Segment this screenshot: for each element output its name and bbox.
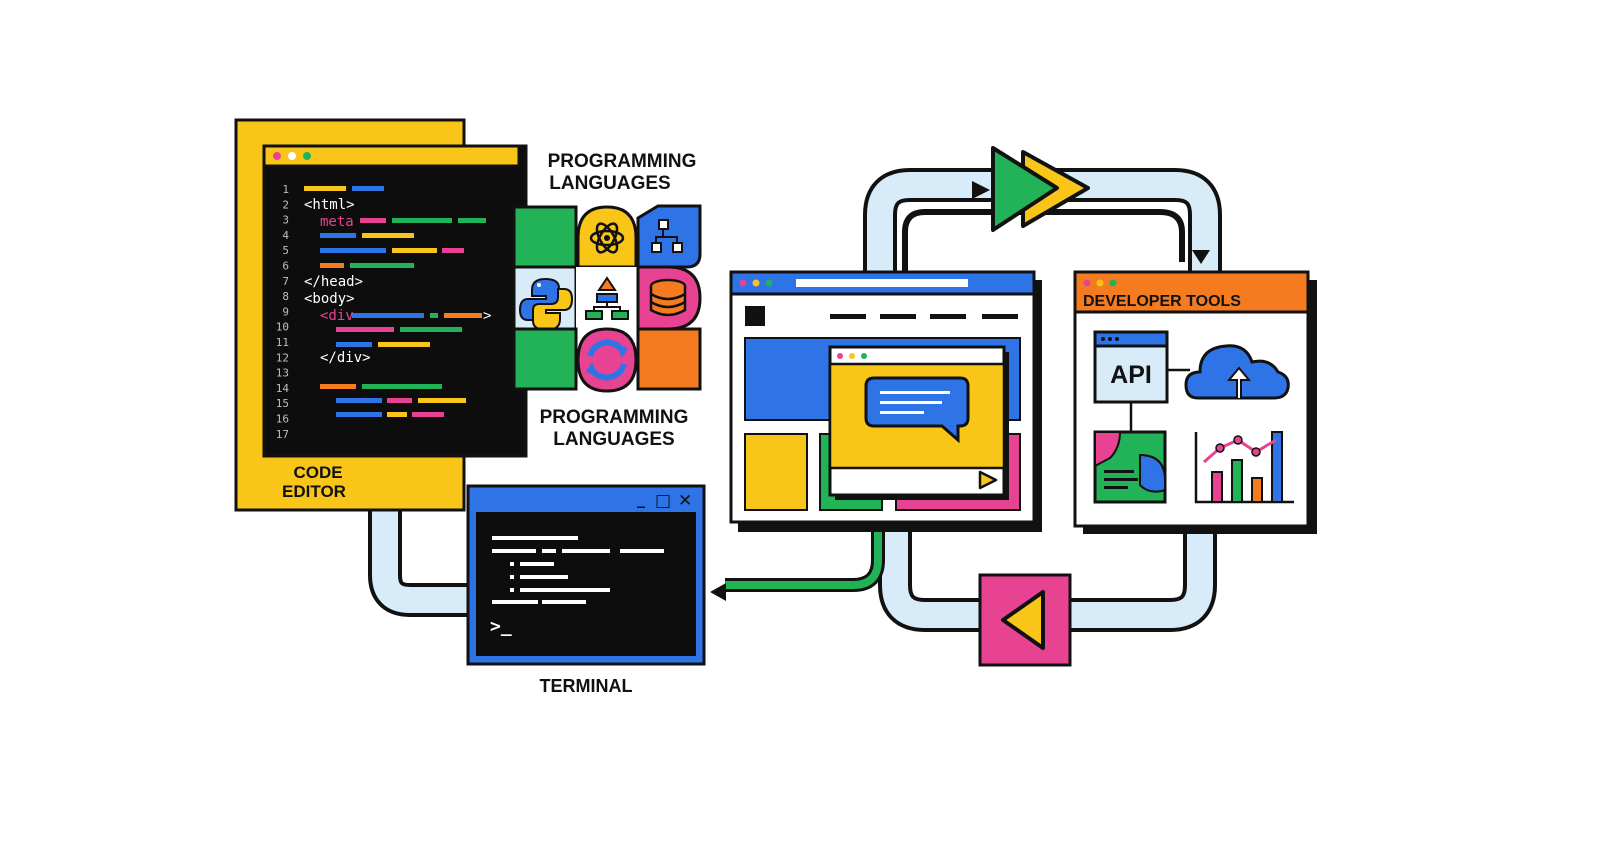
terminal-prompt[interactable]: >_ bbox=[490, 616, 512, 637]
green-tile bbox=[512, 327, 578, 391]
line-number: 15 bbox=[276, 397, 289, 410]
bar-chart-icon bbox=[1194, 431, 1294, 504]
developer-tools-title: DEVELOPER TOOLS bbox=[1083, 293, 1241, 310]
terminal-close-button[interactable]: ✕ bbox=[678, 491, 692, 511]
developer-tools-window: DEVELOPER TOOLS API bbox=[1073, 270, 1317, 534]
flowchart-icon bbox=[576, 267, 638, 329]
line-number: 7 bbox=[282, 275, 289, 288]
line-number: 3 bbox=[282, 214, 289, 227]
browser-nav-links[interactable] bbox=[830, 314, 1018, 319]
line-number: 6 bbox=[282, 260, 289, 273]
line-number: 8 bbox=[282, 290, 289, 303]
code-editor-titlebar bbox=[262, 144, 521, 168]
forward-arrows-icon bbox=[991, 146, 1090, 232]
line-number: 12 bbox=[276, 351, 289, 364]
terminal-label: TERMINAL bbox=[540, 676, 633, 696]
code-body-open: <body> bbox=[304, 291, 355, 307]
line-number: 13 bbox=[276, 367, 289, 380]
back-arrow-icon bbox=[978, 573, 1072, 667]
window-minimize-dot[interactable] bbox=[288, 152, 296, 160]
chat-bubble-icon bbox=[864, 376, 970, 444]
api-label: API bbox=[1110, 361, 1152, 389]
browser-logo bbox=[745, 306, 765, 326]
line-number: 4 bbox=[282, 229, 289, 242]
terminal-maximize-button[interactable]: □ bbox=[655, 491, 671, 511]
code-meta: meta bbox=[320, 214, 354, 230]
arrow-to-terminal-icon bbox=[710, 583, 726, 601]
code-div-open: <div bbox=[320, 308, 354, 324]
language-tiles bbox=[512, 204, 702, 393]
chat-popup-window bbox=[828, 345, 1009, 500]
code-editor-label-line1: CODE bbox=[293, 463, 342, 482]
sync-icon bbox=[576, 327, 638, 393]
programming-languages-top-line1: PROGRAMMING bbox=[548, 151, 697, 172]
line-number: 5 bbox=[282, 244, 289, 257]
code-bars bbox=[304, 186, 486, 417]
database-icon bbox=[636, 265, 702, 331]
atom-icon bbox=[576, 205, 638, 269]
code-head-close: </head> bbox=[304, 274, 363, 290]
orange-tile bbox=[636, 327, 702, 391]
browser-address-bar[interactable] bbox=[796, 279, 968, 287]
play-icon[interactable] bbox=[978, 470, 998, 490]
window-close-dot[interactable] bbox=[273, 152, 281, 160]
cloud-upload-icon bbox=[1184, 344, 1290, 400]
line-number: 9 bbox=[282, 305, 289, 318]
python-icon bbox=[512, 265, 578, 332]
window-maximize-dot[interactable] bbox=[303, 152, 311, 160]
browser-card-yellow bbox=[744, 433, 808, 511]
programming-languages-bottom-line1: PROGRAMMING bbox=[540, 407, 689, 428]
code-editor-label-line2: EDITOR bbox=[282, 482, 346, 501]
line-number: 16 bbox=[276, 413, 289, 426]
pie-chart-icon bbox=[1093, 430, 1167, 504]
line-number: 17 bbox=[276, 428, 289, 441]
api-card: API bbox=[1093, 330, 1169, 404]
arrow-right-icon bbox=[972, 181, 990, 199]
programming-languages-top-line2: LANGUAGES bbox=[549, 173, 670, 194]
programming-languages-bottom-line2: LANGUAGES bbox=[553, 429, 674, 450]
terminal-output-lines bbox=[492, 536, 664, 604]
line-number: 2 bbox=[282, 198, 289, 211]
browser-window bbox=[729, 270, 1042, 532]
code-div-close: </div> bbox=[320, 350, 371, 366]
line-number: 10 bbox=[276, 321, 289, 334]
green-tile bbox=[512, 205, 578, 269]
code-html-open: <html> bbox=[304, 197, 355, 213]
terminal-window: _ □ ✕ >_ bbox=[466, 484, 706, 666]
terminal-minimize-button[interactable]: _ bbox=[637, 489, 645, 508]
code-div-bracket: > bbox=[483, 308, 491, 324]
line-number: 1 bbox=[282, 183, 289, 196]
developer-tools-titlebar bbox=[1073, 270, 1310, 314]
line-number: 14 bbox=[276, 382, 290, 395]
line-number: 11 bbox=[276, 336, 289, 349]
hierarchy-icon bbox=[636, 204, 702, 269]
arrow-down-icon bbox=[1192, 250, 1210, 264]
